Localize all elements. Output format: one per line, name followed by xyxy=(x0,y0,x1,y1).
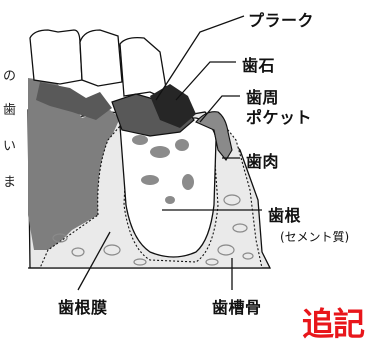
side-text-1: の xyxy=(3,70,16,83)
label-pocket-2: ポケット xyxy=(246,104,312,128)
side-text-3: い xyxy=(3,140,16,153)
label-root: 歯根 xyxy=(268,202,301,226)
stamp-text: 追記 xyxy=(302,299,364,345)
side-text-2: 歯 xyxy=(3,104,16,117)
label-calculus: 歯石 xyxy=(242,52,275,76)
label-gingiva: 歯肉 xyxy=(246,148,279,172)
back-tooth-2 xyxy=(80,30,122,86)
side-text-4: ま xyxy=(3,176,16,189)
label-alveolar-bone: 歯槽骨 xyxy=(212,294,262,318)
label-root-cementum: (セメント質) xyxy=(280,228,349,245)
label-plaque: プラーク xyxy=(248,7,314,31)
label-ligament: 歯根膜 xyxy=(58,294,108,318)
back-tooth-1 xyxy=(30,30,82,84)
